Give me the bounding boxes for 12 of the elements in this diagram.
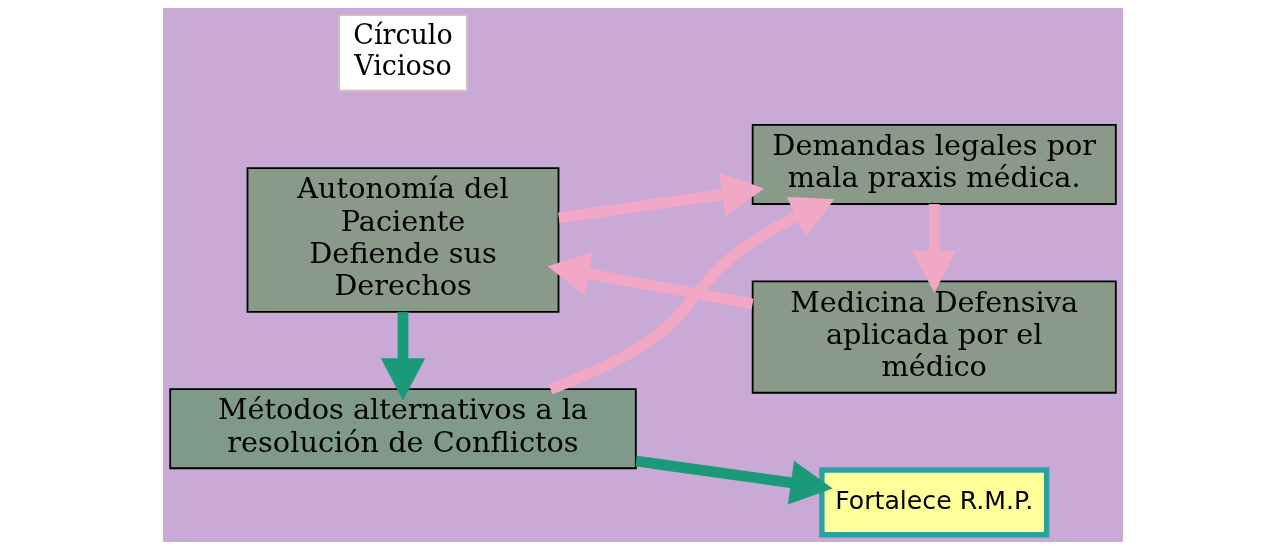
node-box: Demandas legales por mala praxis médica. — [751, 124, 1117, 205]
arrow — [380, 312, 425, 401]
arrow — [911, 204, 956, 293]
node-box: Fortalece R.M.P. — [818, 467, 1049, 538]
node-box: Círculo Vicioso — [337, 14, 468, 92]
arrow — [557, 172, 764, 224]
node-box: Autonomía del Paciente Defiende sus Derechos — [246, 167, 559, 313]
node-box: Métodos alternativos a la resolución de Conflictos — [168, 388, 637, 470]
arrow — [634, 455, 833, 505]
node-box: Medicina Defensiva aplicada por el médico — [751, 280, 1117, 394]
arrow — [548, 196, 834, 395]
arrow — [546, 252, 754, 310]
